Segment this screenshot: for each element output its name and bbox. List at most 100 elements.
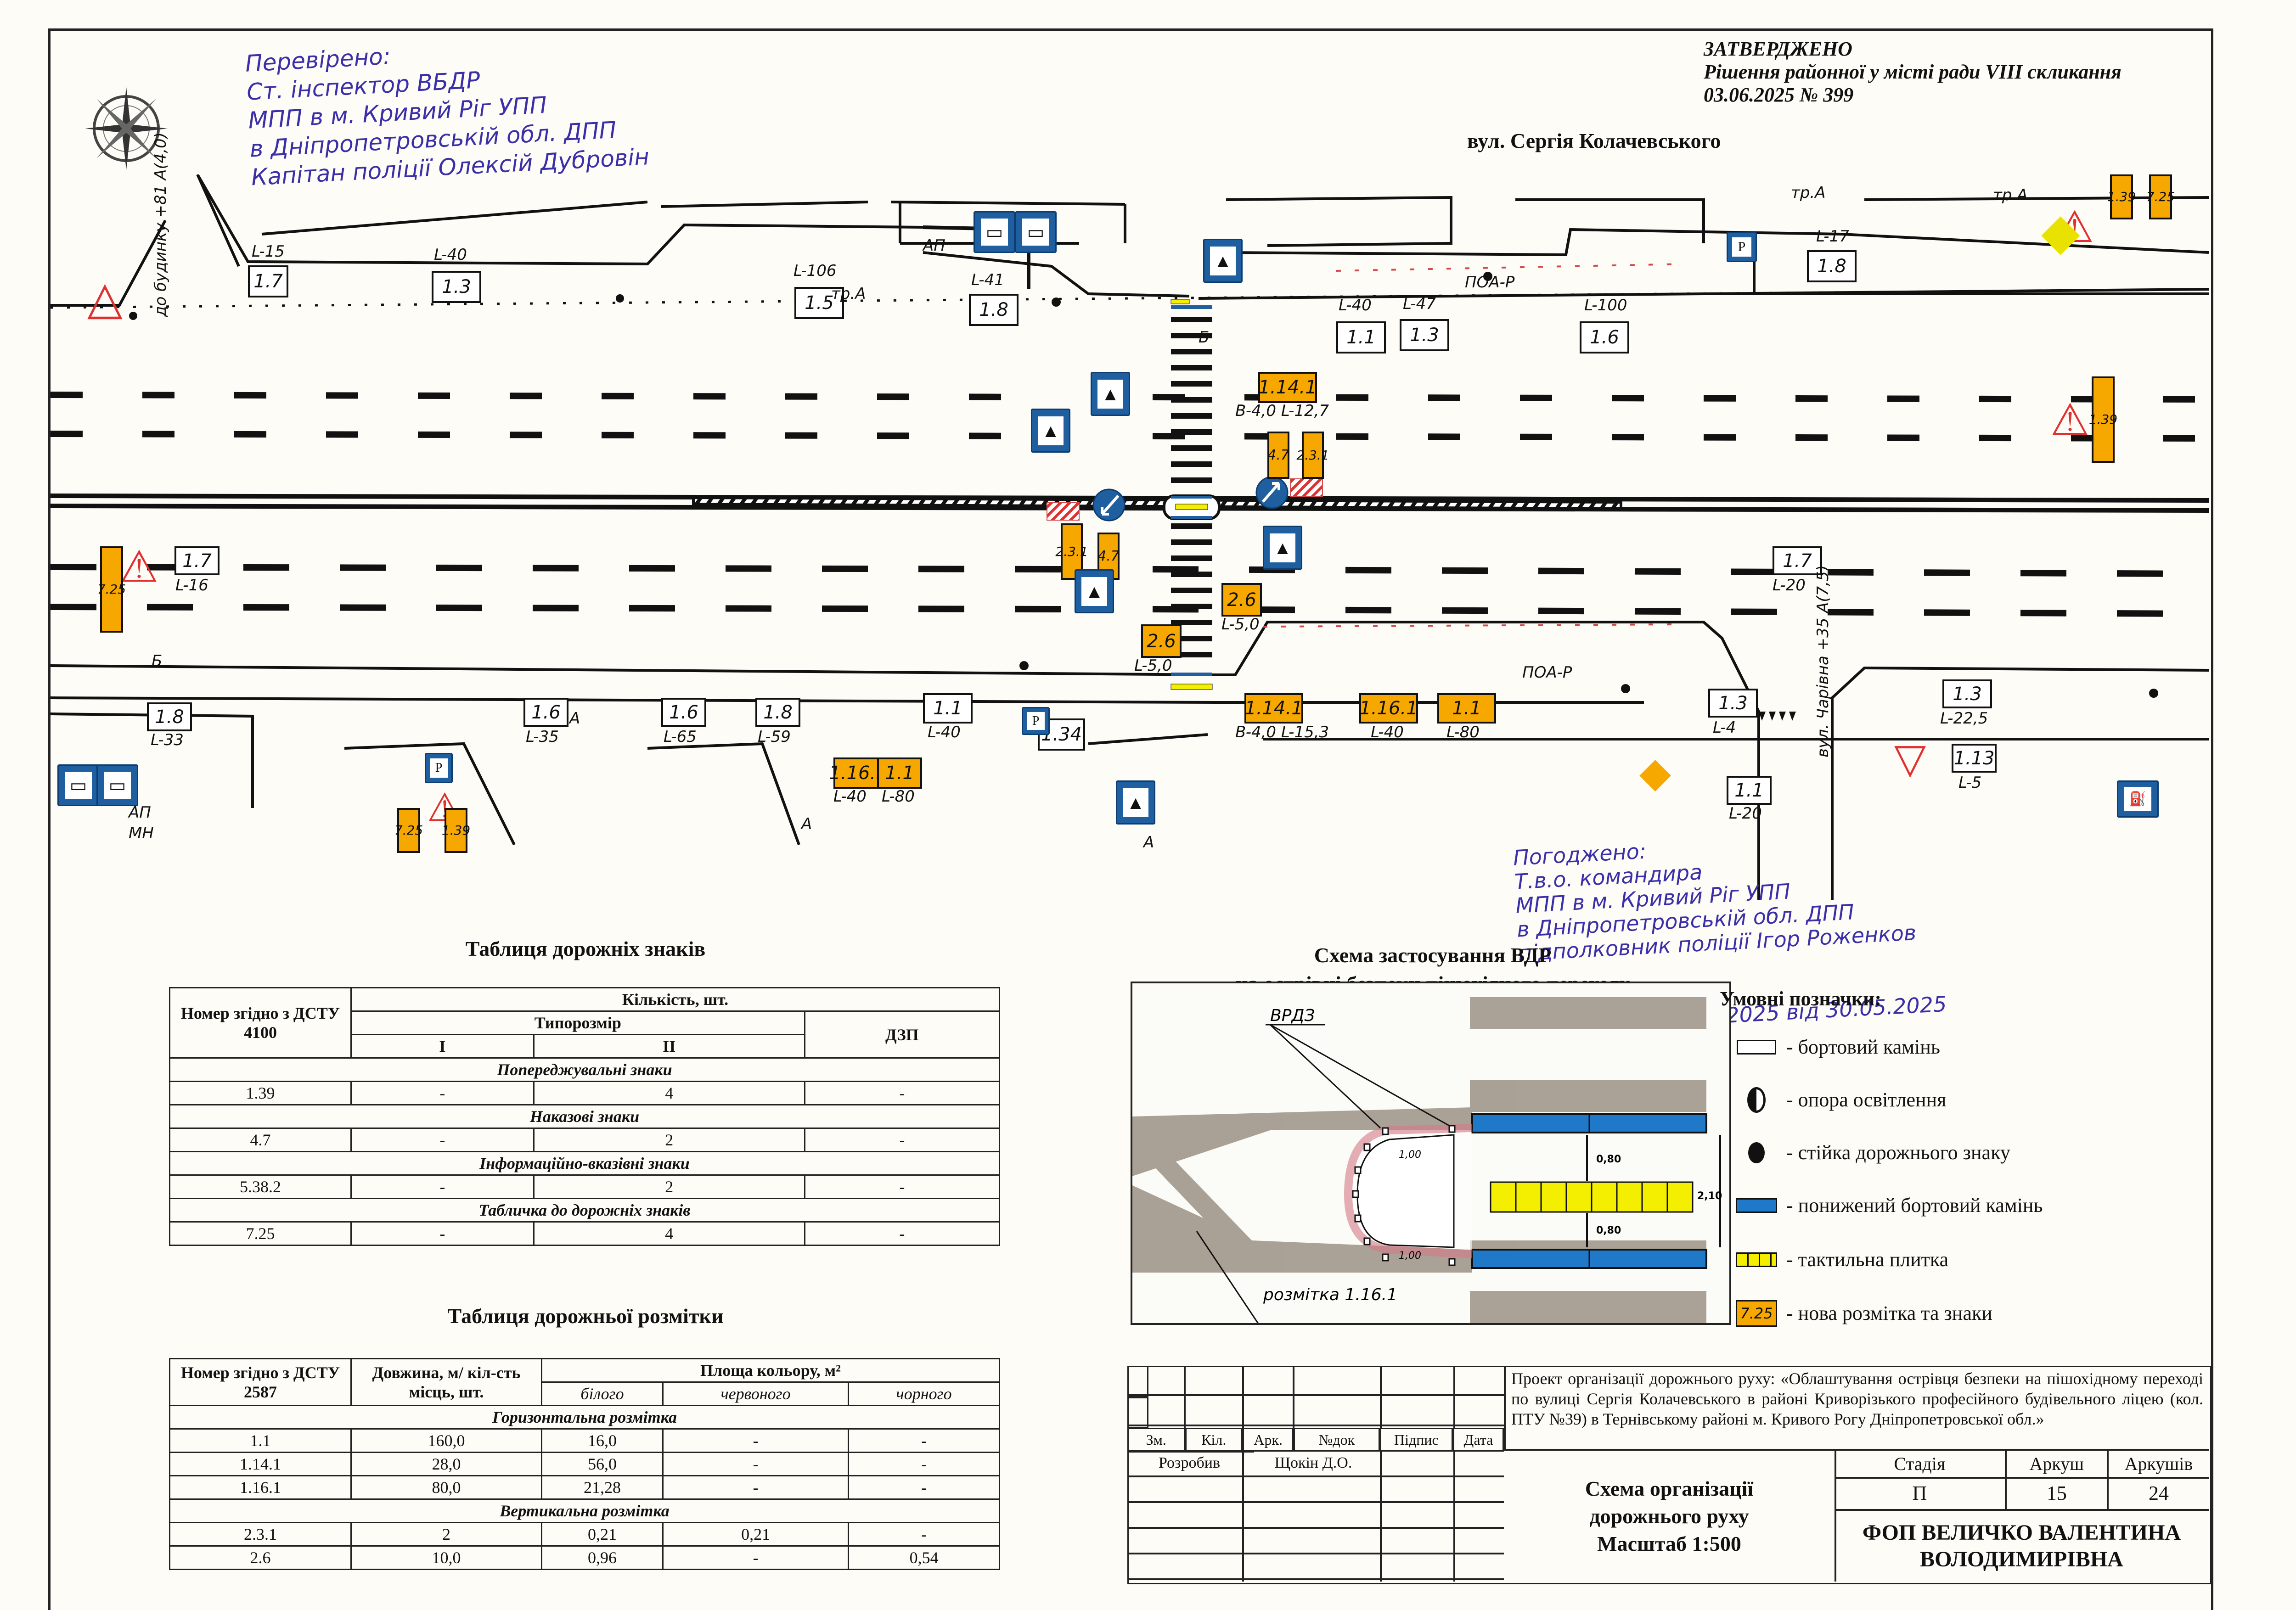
legend-label: - опора освітлення bbox=[1786, 1088, 1947, 1111]
marking-length: L-15 bbox=[252, 242, 285, 261]
col-quantity: Кількість, шт. bbox=[350, 987, 1000, 1012]
tb-stage-header-row: Стадія Аркуш Аркушів bbox=[1835, 1451, 2209, 1479]
tb-header-qty: Кіл. bbox=[1185, 1428, 1243, 1452]
col-white: білого bbox=[540, 1381, 664, 1406]
marking-existing: 1.6 bbox=[661, 698, 706, 727]
col-black: чорного bbox=[848, 1381, 1000, 1406]
cell: - bbox=[350, 1128, 535, 1152]
tb-signature-grid bbox=[1127, 1452, 1504, 1582]
tb-header-sheet: Арк. bbox=[1243, 1428, 1294, 1452]
marking-existing: 1.7 bbox=[1773, 546, 1822, 575]
tb-stage-label: Стадія bbox=[1835, 1451, 2007, 1477]
tb-stage-value-row: П 15 24 bbox=[1835, 1477, 2209, 1511]
tb-header-date: Дата bbox=[1452, 1428, 1504, 1452]
tb-scale: Масштаб 1:500 bbox=[1597, 1531, 1741, 1555]
marking-length: L-106 bbox=[793, 262, 837, 280]
cell: 2.3.1 bbox=[169, 1522, 352, 1547]
tb-sheets-label: Аркушів bbox=[2124, 1453, 2193, 1474]
marking-existing: 1.3 bbox=[432, 271, 481, 303]
marking-length: L-5,0 bbox=[1221, 615, 1260, 634]
cell: - bbox=[350, 1174, 535, 1199]
map-label-a: А bbox=[801, 815, 812, 833]
marking-new: 2.6 bbox=[1221, 583, 1262, 617]
marking-new: 1.1 bbox=[877, 757, 922, 789]
marking-length: L-35 bbox=[526, 728, 559, 746]
tb-headers-row: Зм. Кіл. Арк. №док Підпис Дата bbox=[1127, 1428, 1504, 1452]
map-label-b: Б bbox=[152, 652, 163, 670]
marking-existing: 1.13 bbox=[1952, 744, 1997, 773]
cell: 4 bbox=[533, 1221, 805, 1246]
marking-length: L-22,5 bbox=[1940, 709, 1988, 728]
marking-length: L-40 bbox=[928, 723, 961, 741]
table-row: 7.25 - 4 - bbox=[169, 1221, 1001, 1246]
tb-company: ФОП ВЕЛИЧКО ВАЛЕНТИНА ВОЛОДИМИРІВНА bbox=[1835, 1510, 2209, 1582]
pedestrian-crossing-sign-icon: ▲ bbox=[1075, 569, 1114, 613]
tb-company-line: ВОЛОДИМИРІВНА bbox=[1920, 1547, 2123, 1571]
vdr-label-vrdz: ВРДЗ bbox=[1270, 1006, 1315, 1025]
trolleybus-stop-sign-icon: ▭ bbox=[96, 764, 138, 806]
legend-label: - стійка дорожнього знаку bbox=[1786, 1141, 2010, 1164]
marking-length: L-17 bbox=[1816, 227, 1849, 246]
legend-label: - понижений бортовий камінь bbox=[1786, 1194, 2043, 1217]
tb-header-signature: Підпис bbox=[1379, 1428, 1453, 1452]
col-number: Номер згідно з ДСТУ 2587 bbox=[169, 1358, 352, 1406]
marking-new: 1.16.1 bbox=[1359, 693, 1418, 724]
cell: 0,21 bbox=[540, 1522, 664, 1547]
tb-project-description: Проект організації дорожнього руху: «Обл… bbox=[1504, 1366, 2209, 1451]
curb-icon bbox=[1736, 1038, 1777, 1056]
cell: - bbox=[804, 1128, 1001, 1152]
legend-label: - тактильна плитка bbox=[1786, 1248, 1949, 1271]
col-area: Площа кольору, м² bbox=[541, 1358, 1000, 1383]
danger-warning-sign-icon: ⚠ bbox=[2055, 203, 2094, 252]
cell: 0,54 bbox=[848, 1545, 1000, 1570]
tactile-tile-icon bbox=[1736, 1251, 1777, 1269]
cell: 2.6 bbox=[169, 1545, 352, 1570]
marking-length: L-4 bbox=[1713, 718, 1736, 737]
danger-warning-sign-icon: ⚠ bbox=[2050, 396, 2090, 444]
handwritten-checked-note: Перевірено: Ст. інспектор ВБДР МПП в м. … bbox=[244, 29, 650, 192]
marking-length: L-40 bbox=[1371, 723, 1404, 741]
marking-new: 1.39 bbox=[442, 808, 470, 853]
marking-length: B-4,0 L-15,3 bbox=[1235, 723, 1329, 741]
vdr-diagram-svg: ВРДЗ розмітка 1.16.1 1,00 1,00 0,80 0,80… bbox=[1132, 997, 1722, 1323]
cell: - bbox=[662, 1475, 850, 1500]
marking-length: L-5 bbox=[1958, 774, 1982, 792]
marking-existing: 1.3 bbox=[1400, 319, 1449, 351]
cell: - bbox=[804, 1081, 1001, 1105]
map-label-poa-r: ПОА-Р bbox=[1522, 663, 1572, 682]
cell: 7.25 bbox=[169, 1221, 352, 1246]
cell: 0,21 bbox=[662, 1522, 850, 1547]
pedestrian-crossing-sign-icon: ▲ bbox=[1091, 372, 1130, 416]
map-label-a: А bbox=[1143, 833, 1154, 852]
marking-new: 2.6 bbox=[1141, 624, 1182, 658]
cell: 2 bbox=[350, 1522, 542, 1547]
give-way-triangle-icon: △ bbox=[87, 273, 123, 324]
marking-length: L-40 bbox=[833, 787, 867, 806]
cell: - bbox=[848, 1428, 1000, 1453]
col-size-1: I bbox=[350, 1034, 535, 1059]
legend-item-sign-post: - стійка дорожнього знаку bbox=[1736, 1141, 2010, 1164]
pedestrian-crossing-sign-icon: ▲ bbox=[1203, 239, 1243, 283]
tb-revision-grid bbox=[1127, 1366, 1504, 1428]
vdr-scheme-diagram: ВРДЗ розмітка 1.16.1 1,00 1,00 0,80 0,80… bbox=[1131, 982, 1731, 1325]
vdr-dim: 0,80 bbox=[1596, 1154, 1621, 1165]
cell: 4.7 bbox=[169, 1128, 352, 1152]
cell: - bbox=[662, 1452, 850, 1476]
cell: 5.38.2 bbox=[169, 1174, 352, 1199]
marking-length: L-16 bbox=[175, 576, 208, 595]
lowered-curb-icon bbox=[1736, 1196, 1777, 1215]
approval-title: ЗАТВЕРДЖЕНО bbox=[1704, 38, 1852, 60]
map-label-tr-a: тр.А bbox=[1993, 186, 2028, 204]
cell: 1.16.1 bbox=[169, 1475, 352, 1500]
table-row: 1.14.1 28,0 56,0 - - bbox=[169, 1452, 1000, 1476]
col-size: Типорозмір bbox=[350, 1010, 805, 1035]
cell: - bbox=[662, 1545, 850, 1570]
map-label-poa-r: ПОА-Р bbox=[1465, 273, 1515, 292]
legend-title: Умовні позначки: bbox=[1720, 987, 1882, 1010]
parking-zone-sign-icon: P bbox=[1022, 707, 1050, 735]
marking-table: Номер згідно з ДСТУ 2587 Довжина, м/ кіл… bbox=[169, 1358, 1000, 1570]
side-street-name: вул. Чарівна +35 А(7,5) bbox=[1814, 565, 1832, 757]
tb-developed-label: Розробив bbox=[1158, 1454, 1221, 1471]
marking-new: 1.39 bbox=[2089, 376, 2117, 463]
cell: - bbox=[804, 1221, 1001, 1246]
